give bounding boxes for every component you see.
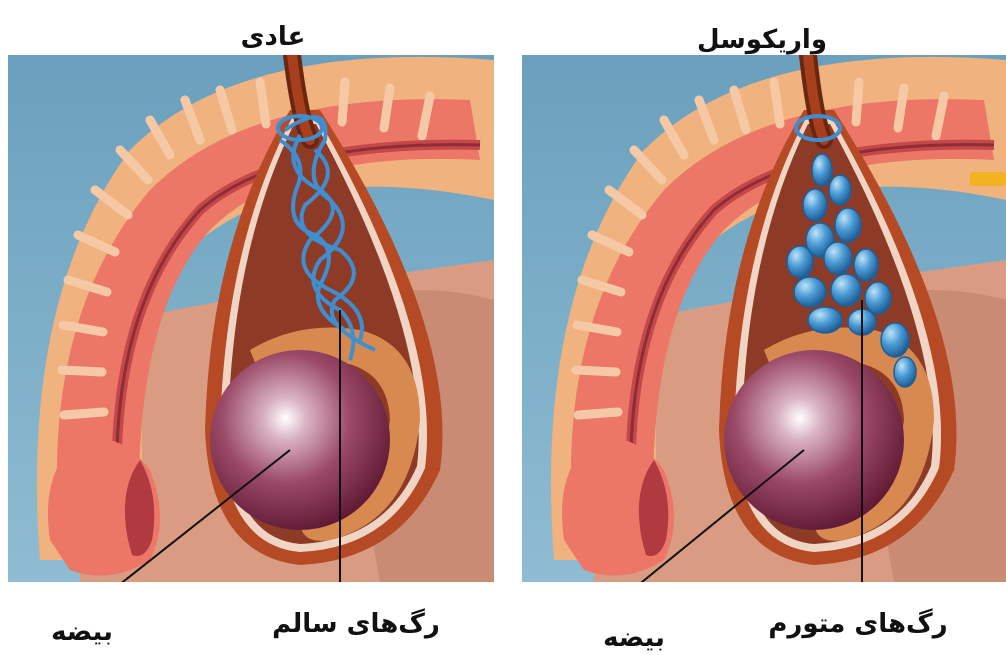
panel-varicocele xyxy=(522,55,1006,600)
panel-normal xyxy=(8,55,494,600)
title-varicocele: واریکوسل xyxy=(697,25,827,55)
label-veins-varicocele: رگ‌های متورم xyxy=(768,608,947,639)
label-veins-normal: رگ‌های سالم xyxy=(272,608,440,639)
testis xyxy=(210,350,390,530)
title-normal: عادی xyxy=(241,22,306,52)
yellow-structure xyxy=(970,172,1006,186)
label-testis-varicocele: بیضه xyxy=(603,623,665,653)
anatomy-illustration-varicocele xyxy=(522,55,1006,600)
label-testis-normal: بیضه xyxy=(51,617,113,647)
anatomy-illustration-normal xyxy=(8,55,494,600)
testis xyxy=(724,350,904,530)
